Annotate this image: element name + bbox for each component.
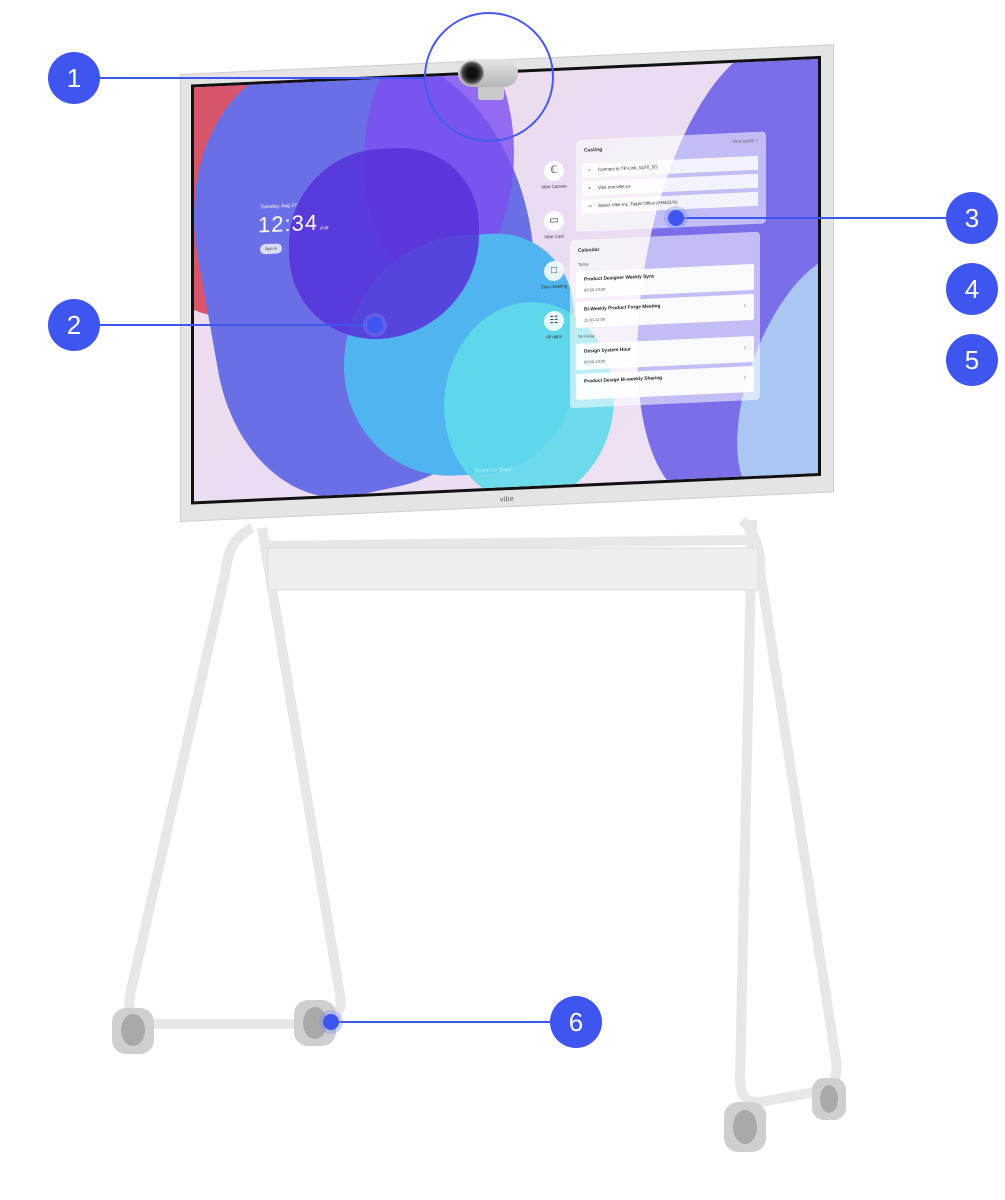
wheels [112, 1000, 846, 1152]
camera-highlight-ring [424, 12, 554, 142]
callout-dot-3 [668, 210, 684, 226]
callout-badge-3[interactable]: 3 [946, 192, 998, 244]
shelf-bar [267, 547, 759, 591]
callout-badge-4[interactable]: 4 [946, 263, 998, 315]
callout-dot-6 [323, 1014, 339, 1030]
upper-crossbar [261, 535, 753, 551]
callout-badge-5[interactable]: 5 [946, 334, 998, 386]
callout-dot-2 [367, 317, 383, 333]
callout-badge-2[interactable]: 2 [48, 299, 100, 351]
callout-badge-6[interactable]: 6 [550, 996, 602, 1048]
callout-badge-1[interactable]: 1 [48, 52, 100, 104]
